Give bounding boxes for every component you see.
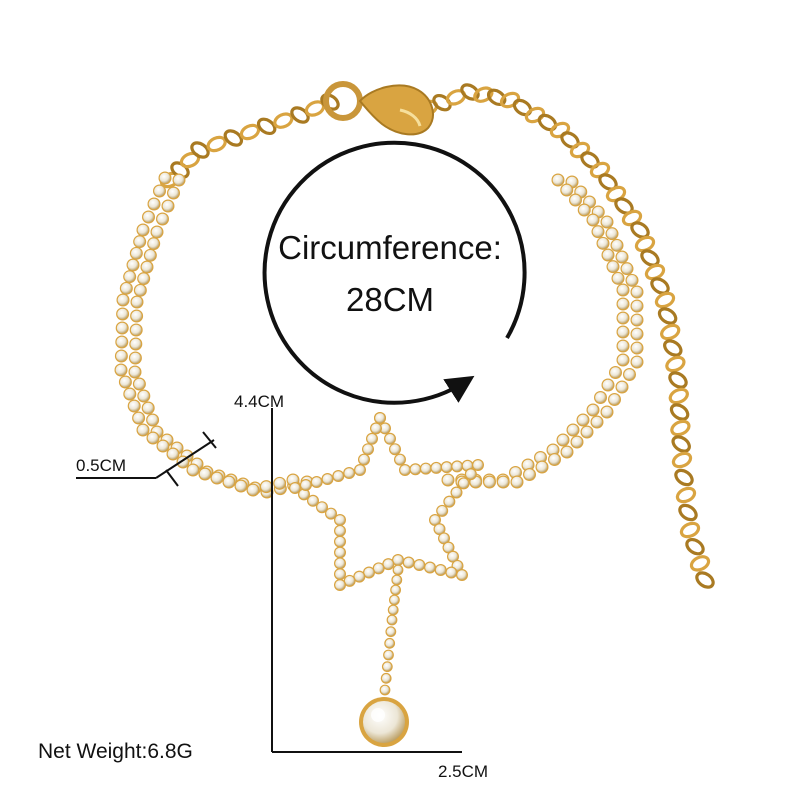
pendant-width-measurement: 2.5CM: [438, 762, 489, 781]
length-measurement: 4.4CM: [234, 392, 285, 411]
rhinestone-band: [114, 171, 644, 499]
dimension-lines: [76, 408, 462, 753]
gold-chain: [159, 83, 715, 589]
drop-pendant: [359, 564, 409, 747]
net-weight-label: Net Weight:6.8G: [38, 740, 193, 763]
circumference-arrow: [262, 140, 527, 405]
star-pendant: [289, 412, 484, 591]
circumference-label: Circumference:: [278, 229, 502, 266]
circumference-value: 28CM: [345, 281, 435, 318]
band-width-measurement: 0.5CM: [76, 456, 127, 475]
lobster-clasp: [323, 81, 434, 136]
